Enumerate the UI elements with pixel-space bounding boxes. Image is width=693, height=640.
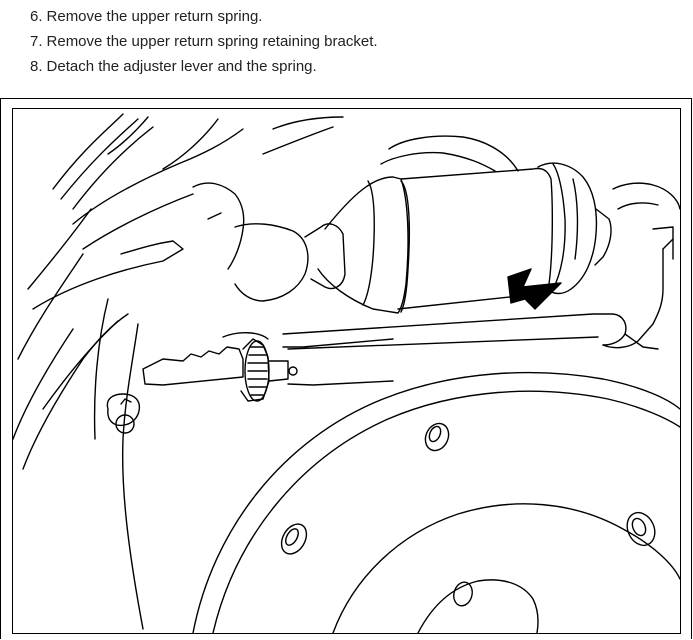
step-item: 7.Remove the upper return spring retaini…: [30, 33, 378, 51]
step-number: 6.: [30, 8, 43, 25]
bolt-head: [106, 393, 141, 434]
backing-plate-lower: [32, 240, 184, 630]
adjuster-lever: [142, 332, 394, 402]
backing-plate-edge: [13, 113, 344, 470]
step-text: Remove the upper return spring retaining…: [46, 33, 378, 50]
figure-outer-frame: [0, 98, 692, 639]
step-item: 6.Remove the upper return spring.: [30, 8, 262, 26]
brake-shoe: [282, 226, 674, 350]
step-number: 8.: [30, 58, 43, 75]
instruction-list: 6.Remove the upper return spring. 7.Remo…: [0, 0, 693, 96]
brake-illustration: [13, 113, 680, 633]
brake-diagram-figure: [12, 108, 681, 634]
step-text: Detach the adjuster lever and the spring…: [46, 58, 317, 75]
step-number: 7.: [30, 33, 43, 50]
arrow-down-right-icon: [507, 268, 562, 310]
step-text: Remove the upper return spring.: [46, 8, 263, 25]
wheel-cylinder: [192, 135, 680, 314]
lug-holes: [280, 422, 656, 607]
step-item: 8.Detach the adjuster lever and the spri…: [30, 58, 317, 76]
brake-drum: [192, 371, 680, 633]
